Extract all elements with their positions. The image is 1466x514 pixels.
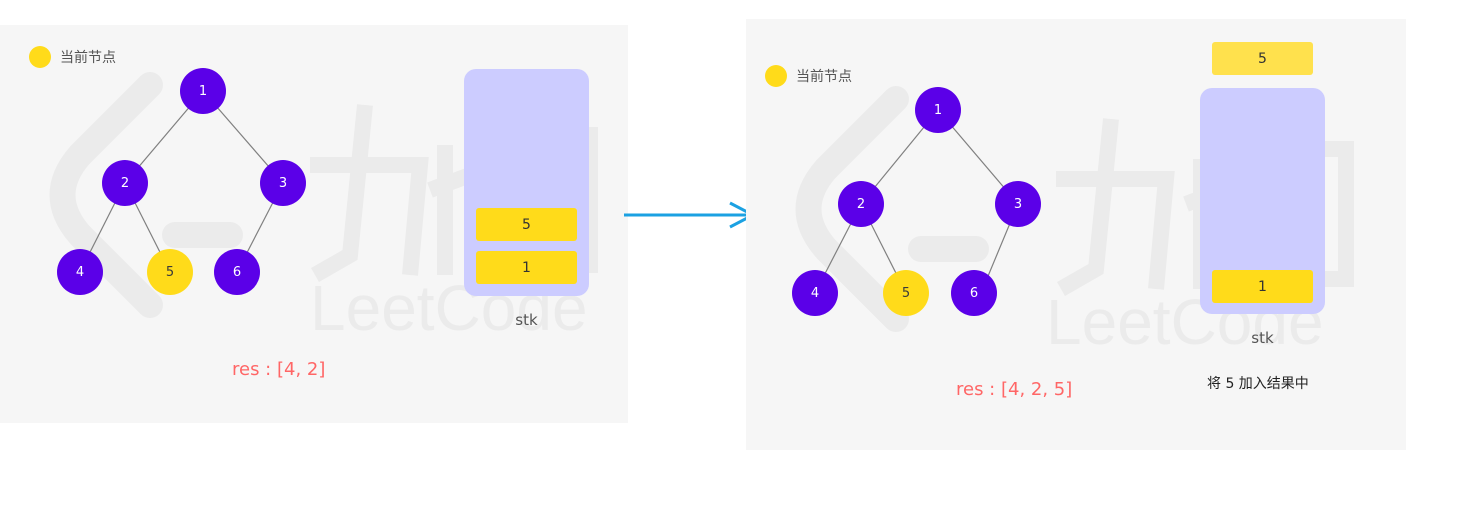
stack-item: 5	[476, 208, 577, 241]
tree-node-6: 6	[951, 270, 997, 316]
legend-label: 当前节点	[796, 69, 852, 85]
stack-label: stk	[515, 311, 538, 329]
tree-node-3: 3	[260, 160, 306, 206]
tree-node-5: 5	[147, 249, 193, 295]
tree-node-1: 1	[915, 87, 961, 133]
legend: 当前节点	[765, 65, 852, 87]
tree-node-5: 5	[883, 270, 929, 316]
before-panel: LeetCode 当前节点 1 2 3 4 5 6 5 1 stk res : …	[0, 25, 628, 423]
tree-node-4: 4	[792, 270, 838, 316]
stack-item: 1	[1212, 270, 1313, 303]
after-panel: LeetCode 当前节点 1 2 3 4 5 6 5 1 stk 将 5 加入…	[746, 19, 1406, 450]
result-list: res : [4, 2]	[232, 359, 326, 380]
tree-node-2: 2	[838, 181, 884, 227]
tree-node-6: 6	[214, 249, 260, 295]
step-description: 将 5 加入结果中	[1207, 376, 1309, 392]
tree-node-3: 3	[995, 181, 1041, 227]
tree-node-1: 1	[180, 68, 226, 114]
popped-item: 5	[1212, 42, 1313, 75]
tree-node-2: 2	[102, 160, 148, 206]
legend-label: 当前节点	[60, 50, 116, 66]
legend-current-dot	[29, 46, 51, 68]
result-list: res : [4, 2, 5]	[956, 379, 1073, 400]
legend: 当前节点	[29, 46, 116, 68]
transition-arrow-icon	[624, 201, 757, 229]
stack-container: 1	[1200, 88, 1325, 314]
stack-item: 1	[476, 251, 577, 284]
tree-node-4: 4	[57, 249, 103, 295]
stack-container: 5 1	[464, 69, 589, 296]
leetcode-watermark: LeetCode	[49, 72, 598, 344]
stack-label: stk	[1251, 329, 1274, 347]
legend-current-dot	[765, 65, 787, 87]
